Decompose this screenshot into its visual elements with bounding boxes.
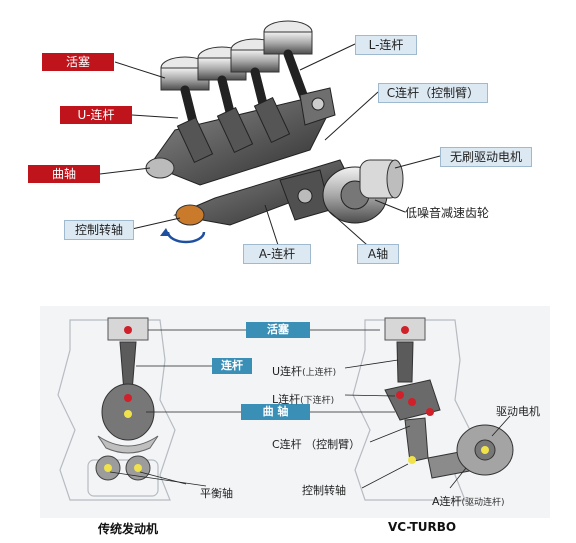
label-c-rod: C连杆（控制臂） (378, 83, 488, 103)
crankshaft-body (145, 96, 331, 186)
u-rod-main: U连杆 (272, 365, 303, 378)
bottom-label-a-rod: A连杆(驱动连杆) (432, 490, 505, 509)
label-l-rod: L-连杆 (355, 35, 417, 55)
caption-traditional-engine: 传统发动机 (98, 522, 159, 536)
a-rod-note: (驱动连杆) (461, 498, 505, 508)
bottom-label-motor: 驱动电机 (496, 405, 540, 418)
l-rod-main: L连杆 (272, 393, 301, 406)
label-u-rod: U-连杆 (60, 106, 132, 124)
bottom-label-piston: 活塞 (246, 322, 310, 338)
label-control-shaft: 控制转轴 (64, 220, 134, 240)
u-rod-note: (上连杆) (302, 368, 337, 378)
l-rod-part (299, 87, 336, 126)
bottom-label-l-rod: L连杆(下连杆) (272, 388, 334, 407)
top-illustration (99, 20, 441, 253)
left-mechanism (95, 317, 159, 481)
caption-vc-turbo: VC-TURBO (388, 520, 457, 534)
piston-group (160, 20, 313, 91)
a-rod-part (279, 169, 331, 221)
left-engine-outline (57, 319, 176, 501)
label-brushless-motor: 无刷驱动电机 (440, 147, 532, 167)
label-a-rod: A-连杆 (243, 244, 311, 264)
label-gear: 低噪音减速齿轮 (405, 206, 490, 220)
label-piston: 活塞 (42, 53, 114, 71)
motor-gear-body (322, 159, 404, 224)
bottom-label-control-shaft: 控制转轴 (302, 484, 346, 497)
bottom-label-crank: 曲 轴 (241, 404, 310, 420)
bottom-label-c-rod: C连杆 （控制臂） (272, 438, 361, 451)
top-leader-lines (99, 43, 441, 253)
bottom-label-rod: 连杆 (212, 358, 252, 374)
right-mechanism (384, 317, 514, 479)
a-rod-main: A连杆 (432, 495, 462, 508)
right-engine-outline (352, 319, 471, 501)
l-rod-note: (下连杆) (300, 396, 335, 406)
label-a-shaft: A轴 (357, 244, 399, 264)
bottom-leader-lines (109, 329, 511, 489)
bottom-label-u-rod: U连杆(上连杆) (272, 360, 336, 379)
bottom-label-balance-shaft: 平衡轴 (200, 487, 233, 500)
label-crankshaft: 曲轴 (28, 165, 100, 183)
